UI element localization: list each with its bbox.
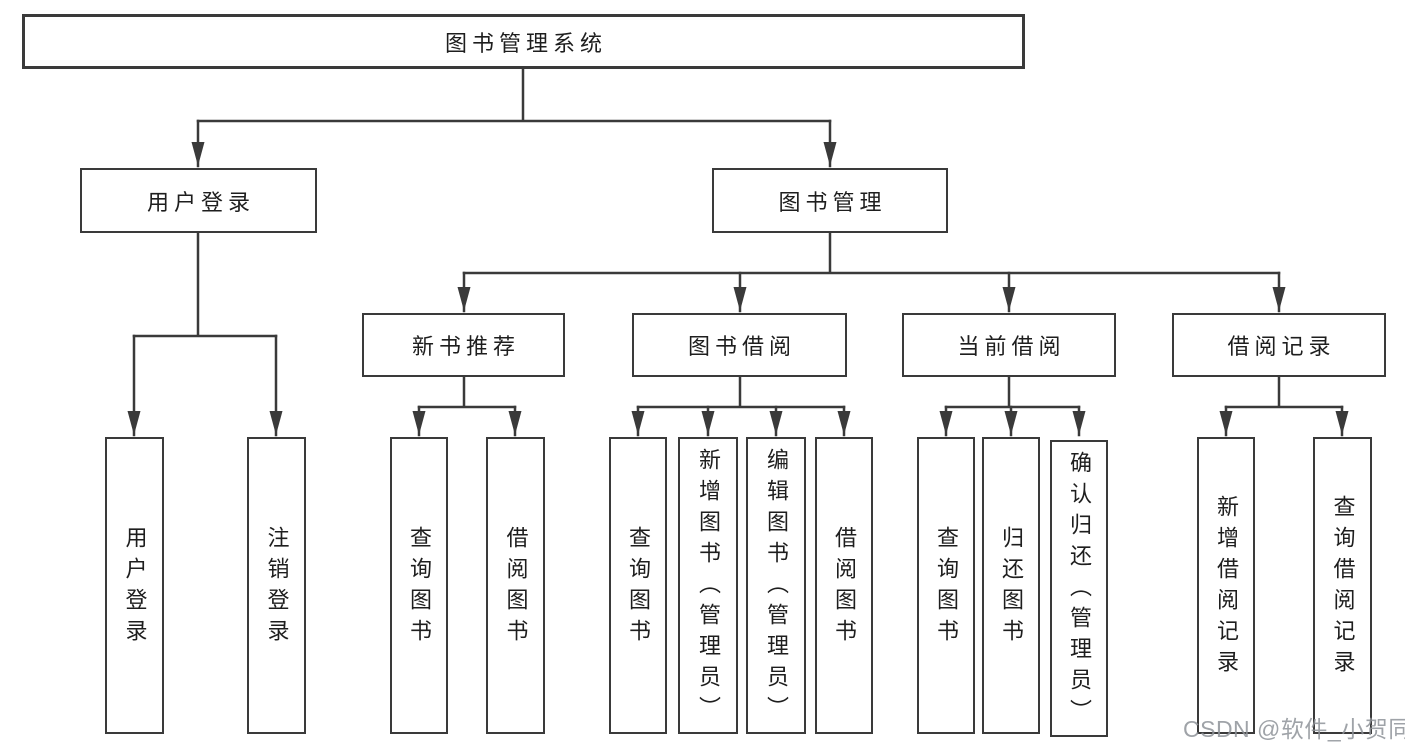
leaf-bb-borrow-books: 借阅图书 [815,437,873,734]
edges-new-book-recommend [412,375,522,437]
edges-book-borrow [631,375,851,437]
edges-book-management [457,231,1286,313]
leaf-bb-edit-book-admin: 编辑图书（管理员） [746,437,806,734]
node-borrow-records: 借阅记录 [1172,313,1386,377]
node-user-login: 用户登录 [80,168,317,233]
node-new-book-recommend: 新书推荐 [362,313,565,377]
csdn-watermark: CSDN @软件_小贺同学 [1183,716,1405,742]
leaf-user-login: 用户登录 [105,437,164,734]
leaf-bb-add-book-admin: 新增图书（管理员） [678,437,738,734]
node-book-management: 图书管理 [712,168,948,233]
edges-current-borrow [939,375,1086,437]
leaf-cb-query-books: 查询图书 [917,437,975,734]
leaf-bb-query-books: 查询图书 [609,437,667,734]
leaf-cb-confirm-return-admin: 确认归还（管理员） [1050,440,1108,737]
leaf-br-add-record: 新增借阅记录 [1197,437,1255,734]
leaf-nbr-borrow-books: 借阅图书 [486,437,545,734]
leaf-br-query-record: 查询借阅记录 [1313,437,1372,734]
node-book-borrow: 图书借阅 [632,313,847,377]
leaf-logout: 注销登录 [247,437,306,734]
node-library-management-system: 图书管理系统 [22,14,1025,69]
leaf-cb-return-books: 归还图书 [982,437,1040,734]
edges-root [191,67,837,168]
edges-borrow-records [1219,375,1349,437]
node-current-borrow: 当前借阅 [902,313,1116,377]
edges-user-login [127,231,283,437]
leaf-nbr-query-books: 查询图书 [390,437,448,734]
